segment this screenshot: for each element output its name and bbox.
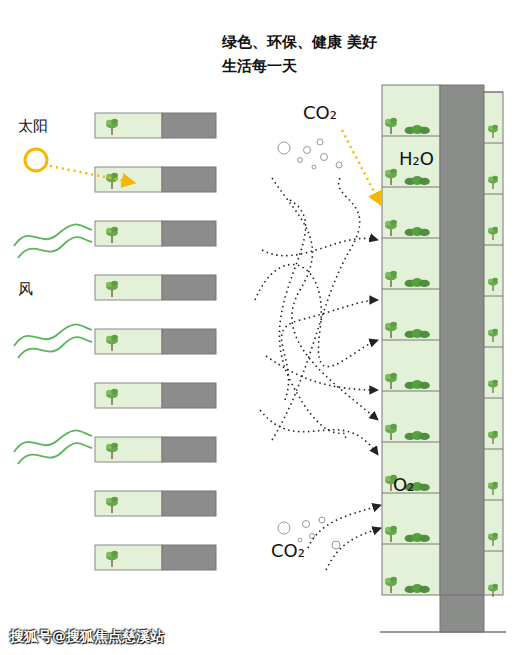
sun-ray: [50, 166, 135, 183]
wind-label: 风: [18, 280, 33, 299]
slogan-title: 绿色、环保、健康 美好生活每一天: [222, 30, 382, 78]
co2-label: CO₂: [303, 102, 337, 125]
co2-label: CO₂: [271, 540, 305, 563]
wind-lines: [14, 224, 92, 464]
bubbles: [278, 139, 342, 549]
h2o-label: H₂O: [399, 148, 434, 171]
watermark: 搜狐号@搜狐焦点慈溪站: [10, 628, 164, 646]
left-building: [95, 113, 216, 570]
sun: [25, 149, 47, 171]
air-flow: [255, 178, 381, 570]
sun-label: 太阳: [18, 117, 48, 136]
co2-arrow: [342, 130, 381, 205]
o2-label: O₂: [393, 474, 414, 497]
right-building: [380, 85, 506, 632]
